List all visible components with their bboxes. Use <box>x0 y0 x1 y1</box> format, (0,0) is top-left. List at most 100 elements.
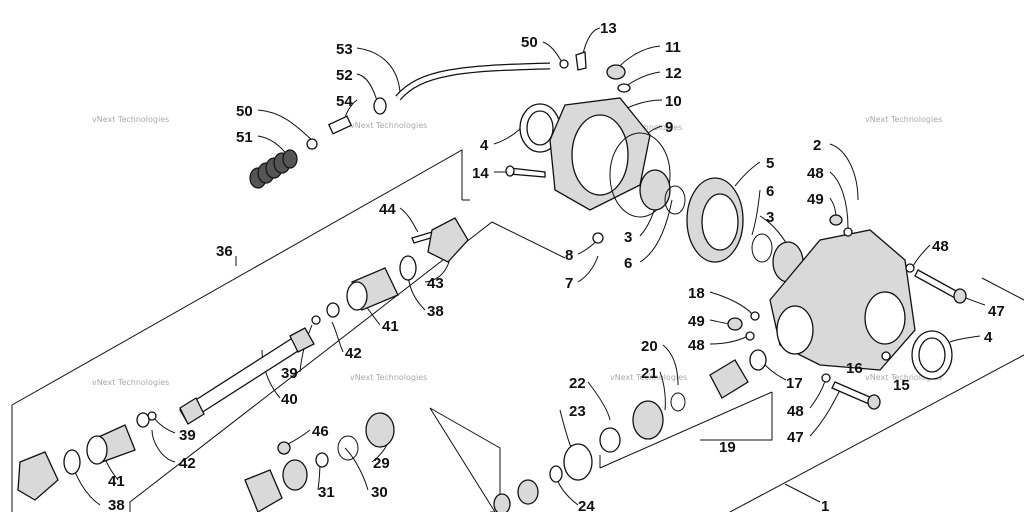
watermark-text: vNext Technologies <box>350 121 427 130</box>
callout-39: 39 <box>281 365 298 382</box>
callout-22: 22 <box>569 375 586 392</box>
snap-ring <box>326 302 340 318</box>
callout-3: 3 <box>624 229 632 246</box>
callout-18: 18 <box>688 285 705 302</box>
callout-8: 8 <box>565 247 573 264</box>
breather-fitting <box>327 115 353 135</box>
callout-52: 52 <box>336 67 353 84</box>
callout-40: 40 <box>281 391 298 408</box>
washer <box>559 59 569 69</box>
bracket-1-b <box>981 277 1024 301</box>
watermark-text: vNext Technologies <box>865 373 942 382</box>
callout-14: 14 <box>472 165 489 182</box>
pinion-gear <box>709 359 749 399</box>
bracket-inner <box>129 221 566 512</box>
bearing <box>632 400 664 440</box>
boot-clamp <box>63 449 81 475</box>
callout-51: 51 <box>236 129 253 146</box>
bearing-cup <box>563 443 593 481</box>
callout-10: 10 <box>665 93 682 110</box>
callout-47: 47 <box>787 429 804 446</box>
callout-54: 54 <box>336 93 353 110</box>
callout-47: 47 <box>988 303 1005 320</box>
callout-46: 46 <box>312 423 329 440</box>
watermark-text: vNext Technologies <box>865 115 942 124</box>
bushing <box>517 479 539 505</box>
bearing <box>365 412 395 448</box>
callout-9: 9 <box>665 119 673 136</box>
washer <box>821 373 831 383</box>
callout-30: 30 <box>371 484 388 501</box>
callout-19: 19 <box>719 439 736 456</box>
callout-42: 42 <box>179 455 196 472</box>
bracket-lower <box>429 407 501 512</box>
gasket <box>609 132 671 218</box>
callout-17: 17 <box>786 375 803 392</box>
boot-clamp <box>399 255 417 281</box>
yoke <box>244 469 283 512</box>
callout-20: 20 <box>641 338 658 355</box>
washer <box>311 315 321 325</box>
elbow-fitting <box>575 51 587 71</box>
bracket-1-c <box>784 483 821 503</box>
o-ring <box>549 465 563 483</box>
o-ring <box>617 83 631 93</box>
bracket-1-a <box>729 354 1024 512</box>
parts <box>17 51 967 512</box>
callout-4: 4 <box>984 329 993 346</box>
callout-24: 24 <box>578 498 595 512</box>
watermark-text: vNext Technologies <box>92 378 169 387</box>
nut <box>277 441 291 455</box>
bushing <box>493 493 511 512</box>
callout-36: 36 <box>216 243 233 260</box>
callout-53: 53 <box>336 41 353 58</box>
callout-16: 16 <box>846 360 863 377</box>
nut <box>727 317 743 331</box>
callout-49: 49 <box>807 191 824 208</box>
callout-1: 1 <box>821 498 829 512</box>
group-brackets <box>11 149 1024 512</box>
callout-7: 7 <box>565 275 573 292</box>
bearing-race <box>749 349 767 371</box>
washer <box>315 452 329 468</box>
washer <box>592 232 604 244</box>
breather-spring <box>249 149 298 189</box>
flange <box>17 451 59 501</box>
drain-plug <box>606 64 626 80</box>
callout-2: 2 <box>813 137 821 154</box>
nut <box>829 214 843 226</box>
seal <box>282 459 308 491</box>
callout-41: 41 <box>108 473 125 490</box>
callout-31: 31 <box>318 484 335 501</box>
callout-4: 4 <box>480 137 489 154</box>
callout-labels: 53 52 54 50 51 50 13 11 12 10 9 4 14 3 6… <box>108 20 1005 512</box>
stud-bolt <box>914 269 959 299</box>
callout-6: 6 <box>766 183 774 200</box>
callout-38: 38 <box>427 303 444 320</box>
spacer <box>599 427 621 453</box>
washer <box>881 351 891 361</box>
callout-49: 49 <box>688 313 705 330</box>
callout-44: 44 <box>379 201 396 218</box>
callout-3: 3 <box>766 209 774 226</box>
pinion-flange <box>427 217 469 263</box>
callout-39: 39 <box>179 427 196 444</box>
washer <box>306 138 318 150</box>
callout-48: 48 <box>932 238 949 255</box>
callout-13: 13 <box>600 20 617 37</box>
snap-ring <box>337 435 359 461</box>
bracket-19-a <box>599 391 773 469</box>
callout-12: 12 <box>665 65 682 82</box>
callout-50: 50 <box>521 34 538 51</box>
hose-clamp <box>373 97 387 115</box>
callout-29: 29 <box>373 455 390 472</box>
shim <box>670 392 686 412</box>
bolt <box>509 167 546 178</box>
callout-15: 15 <box>893 377 910 394</box>
callout-23: 23 <box>569 403 586 420</box>
snap-ring <box>136 412 150 428</box>
shim <box>664 185 686 215</box>
washer <box>745 331 755 341</box>
